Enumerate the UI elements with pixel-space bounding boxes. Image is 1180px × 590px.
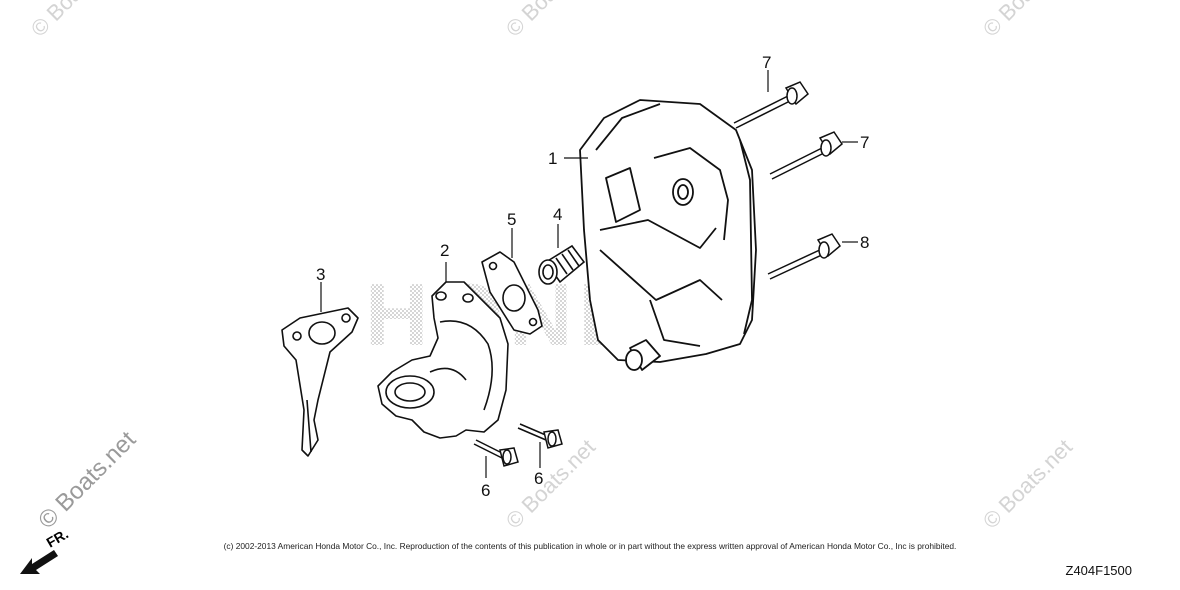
- watermark-tl: © Boats.net: [26, 0, 125, 42]
- bolt-6b-drawing: [517, 423, 563, 449]
- gasket-drawing: [481, 251, 543, 335]
- callout-1: 1: [548, 149, 557, 168]
- bolt-8-drawing: [767, 233, 841, 280]
- watermark-bc: © Boats.net: [501, 434, 600, 533]
- callout-8: 8: [860, 233, 869, 252]
- callout-7b: 7: [860, 133, 869, 152]
- exhaust-pipe-drawing: [377, 281, 509, 439]
- callout-6b: 6: [534, 469, 543, 488]
- copyright-notice: (c) 2002-2013 American Honda Motor Co., …: [223, 541, 957, 551]
- callout-6a: 6: [481, 481, 490, 500]
- watermark-tc: © Boats.net: [501, 0, 600, 42]
- callout-5: 5: [507, 210, 516, 229]
- front-direction-indicator: FR.: [20, 528, 71, 574]
- watermark-tr: © Boats.net: [978, 0, 1077, 42]
- callout-labels: 1 2 3 4 5 6 6 7 7 8: [316, 53, 869, 500]
- callout-7a: 7: [762, 53, 771, 72]
- muffler-stay-drawing: [281, 307, 359, 457]
- bolt-6a-drawing: [473, 439, 519, 467]
- callout-2: 2: [440, 241, 449, 260]
- diagram-code: Z404F1500: [1065, 563, 1133, 578]
- spark-arrester-drawing: [538, 244, 586, 285]
- watermark-left: © Boats.net: [33, 426, 141, 534]
- muffler-drawing: [579, 99, 757, 371]
- leader-lines: [320, 70, 858, 478]
- bolt-7a-drawing: [733, 81, 809, 129]
- front-arrow-icon: [20, 550, 58, 574]
- callout-4: 4: [553, 205, 562, 224]
- bolt-7b-drawing: [769, 131, 843, 180]
- watermark-br: © Boats.net: [978, 434, 1077, 533]
- callout-3: 3: [316, 265, 325, 284]
